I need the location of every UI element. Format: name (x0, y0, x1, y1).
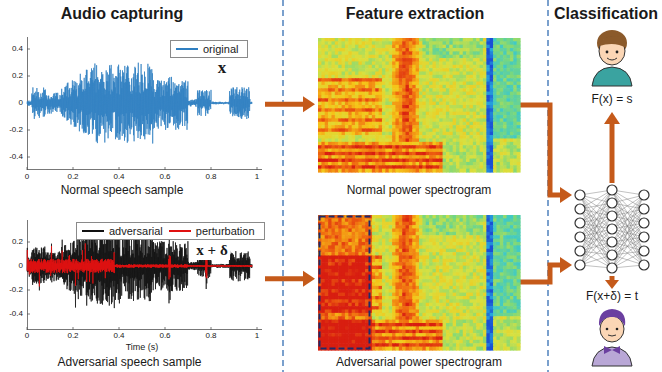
neuron (639, 260, 649, 270)
x-axis (27, 169, 262, 170)
axis-tick (211, 167, 212, 170)
arrow-head (560, 187, 572, 203)
neuron (575, 204, 585, 214)
hair (599, 36, 626, 48)
axis-tick (27, 130, 30, 131)
column-divider (282, 0, 284, 372)
axis-tick (27, 157, 30, 158)
shirt (592, 347, 632, 366)
axis-tick (27, 167, 28, 170)
axis-tick (27, 49, 30, 50)
axis-tick (119, 167, 120, 170)
neuron (639, 190, 649, 200)
shirt (592, 67, 632, 86)
neuron (575, 260, 585, 270)
spectrogram (318, 38, 520, 172)
arrow-shaft (265, 276, 303, 281)
face (599, 37, 625, 65)
flow-arrow (265, 271, 315, 287)
arrow-head (560, 257, 572, 273)
eye (616, 51, 619, 54)
flow-arrow-shaft (520, 265, 560, 282)
arrow-head (303, 271, 315, 287)
hair (599, 309, 625, 326)
arrow-shaft (265, 102, 303, 107)
neuron (639, 204, 649, 214)
person-icon (592, 30, 632, 86)
bow-tie (604, 346, 620, 354)
neuron (575, 246, 585, 256)
neuron (639, 218, 649, 228)
spectrogram-panel: Normal power spectrogram (318, 38, 520, 197)
panel-caption: Normal speech sample (27, 183, 262, 197)
neuron (607, 237, 617, 247)
neuron (639, 232, 649, 242)
flow-arrow (265, 96, 315, 112)
eye (606, 328, 609, 331)
neuron (607, 263, 617, 273)
arrow-head (303, 96, 315, 112)
neuron (639, 246, 649, 256)
face (600, 316, 624, 342)
axis-tick (27, 76, 30, 77)
eye (616, 328, 619, 331)
flow-arrow-shaft (610, 124, 615, 183)
eye (606, 51, 609, 54)
axis-tick (257, 167, 258, 170)
flow-arrow-shaft (520, 105, 560, 195)
mouth (608, 335, 616, 336)
neuron (575, 232, 585, 242)
neuron (607, 250, 617, 260)
spectrogram-cells (318, 38, 521, 173)
axis-tick (73, 167, 74, 170)
mouth (607, 58, 617, 60)
neural-network (575, 185, 649, 273)
neuron (575, 190, 585, 200)
person-icon (592, 309, 632, 366)
neuron (607, 224, 617, 234)
arrow-head (605, 280, 619, 289)
neuron (607, 185, 617, 195)
arrow-head (604, 112, 620, 124)
axis-tick (165, 167, 166, 170)
neuron (607, 211, 617, 221)
neuron (575, 218, 585, 228)
neuron (607, 198, 617, 208)
